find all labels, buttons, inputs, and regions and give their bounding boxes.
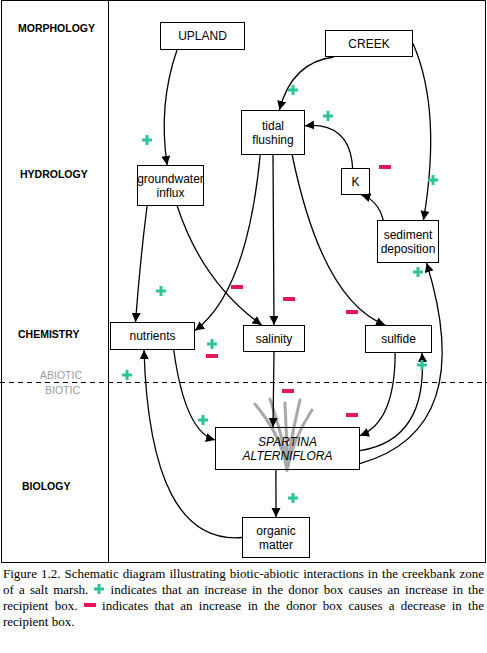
minus-sign bbox=[346, 413, 358, 417]
abiotic-biotic-divider bbox=[0, 382, 487, 383]
minus-signs bbox=[206, 165, 391, 417]
box-label: CREEK bbox=[348, 37, 389, 51]
box-label: groundwater influx bbox=[137, 172, 204, 200]
box-text-group: groundwater influx bbox=[137, 172, 204, 200]
connector-arrow bbox=[279, 57, 333, 110]
plus-signs bbox=[122, 85, 438, 503]
box-text-group: sulfide bbox=[381, 332, 416, 346]
row-label: CHEMISTRY bbox=[18, 328, 79, 340]
box-text-group: sediment deposition bbox=[379, 228, 437, 256]
connector-arrow bbox=[305, 125, 353, 168]
row-label: MORPHOLOGY bbox=[18, 22, 95, 34]
box-text-group: tidal flushing bbox=[243, 119, 303, 147]
minus-legend-symbol bbox=[84, 599, 96, 611]
connector-arrow bbox=[361, 195, 383, 220]
box-label: organic matter bbox=[244, 524, 308, 552]
connector-arrow bbox=[413, 44, 431, 221]
plus-sign bbox=[417, 360, 427, 370]
box-label: sediment deposition bbox=[379, 228, 437, 256]
plus-sign bbox=[288, 85, 298, 95]
frame bbox=[2, 1, 486, 563]
plus-sign bbox=[288, 493, 298, 503]
row-label: BIOLOGY bbox=[22, 480, 70, 492]
plus-sign bbox=[142, 135, 152, 145]
connector-arrow bbox=[360, 263, 442, 464]
process-box: organic matter bbox=[242, 517, 310, 558]
process-box: salinity bbox=[243, 325, 305, 352]
box-label: tidal flushing bbox=[243, 119, 303, 147]
plus-sign bbox=[156, 286, 166, 296]
minus-sign bbox=[379, 165, 391, 169]
box-label: nutrients bbox=[129, 329, 175, 343]
connector-arrow bbox=[292, 155, 385, 325]
caption-block: Figure 1.2. Schematic diagram illustrati… bbox=[3, 566, 484, 630]
column-divider bbox=[108, 0, 109, 563]
connector-arrow bbox=[164, 50, 177, 165]
box-text-group: SPARTINA ALTERNIFLORA bbox=[217, 435, 358, 463]
box-text-group: salinity bbox=[256, 332, 293, 346]
process-box: SPARTINA ALTERNIFLORA bbox=[215, 427, 360, 470]
connector-arrow bbox=[136, 206, 148, 322]
row-label: BIOTIC bbox=[45, 384, 80, 396]
row-label: HYDROLOGY bbox=[20, 168, 88, 180]
process-box: sediment deposition bbox=[377, 220, 439, 263]
plus-sign bbox=[207, 339, 217, 349]
process-box: groundwater influx bbox=[137, 165, 204, 206]
box-label: SPARTINA ALTERNIFLORA bbox=[217, 435, 358, 463]
process-box: sulfide bbox=[365, 325, 432, 353]
connector-arrow bbox=[360, 353, 422, 451]
minus-sign bbox=[231, 285, 243, 289]
connector-arrow bbox=[144, 350, 242, 538]
process-box: nutrients bbox=[110, 322, 195, 350]
box-text-group: K bbox=[351, 175, 359, 189]
box-label: K bbox=[351, 175, 359, 189]
plus-sign bbox=[198, 415, 208, 425]
minus-sign bbox=[346, 310, 358, 314]
minus-sign bbox=[206, 354, 218, 358]
plus-legend-symbol bbox=[93, 583, 105, 595]
connector-arrow bbox=[273, 352, 274, 427]
connector-arrow bbox=[177, 206, 261, 325]
connector-arrow bbox=[360, 353, 395, 436]
process-box: CREEK bbox=[325, 30, 413, 57]
process-box: UPLAND bbox=[160, 22, 245, 50]
plus-sign bbox=[413, 267, 423, 277]
connector-arrow bbox=[195, 155, 260, 330]
minus-sign bbox=[283, 297, 295, 301]
box-text-group: organic matter bbox=[244, 524, 308, 552]
box-text-group: CREEK bbox=[348, 37, 389, 51]
minus-sign bbox=[282, 389, 294, 393]
process-box: tidal flushing bbox=[241, 110, 305, 155]
box-label: UPLAND bbox=[178, 29, 227, 43]
box-text-group: UPLAND bbox=[178, 29, 227, 43]
plus-sign bbox=[323, 111, 333, 121]
plus-sign bbox=[122, 370, 132, 380]
box-label: salinity bbox=[256, 332, 293, 346]
box-label: sulfide bbox=[381, 332, 416, 346]
connector-arrow bbox=[174, 350, 215, 440]
box-text-group: nutrients bbox=[129, 329, 175, 343]
plus-sign bbox=[428, 175, 438, 185]
connector-arrow bbox=[275, 470, 276, 517]
connector-arrow bbox=[273, 155, 274, 325]
row-label: ABIOTIC bbox=[40, 369, 82, 381]
process-box: K bbox=[341, 168, 370, 195]
